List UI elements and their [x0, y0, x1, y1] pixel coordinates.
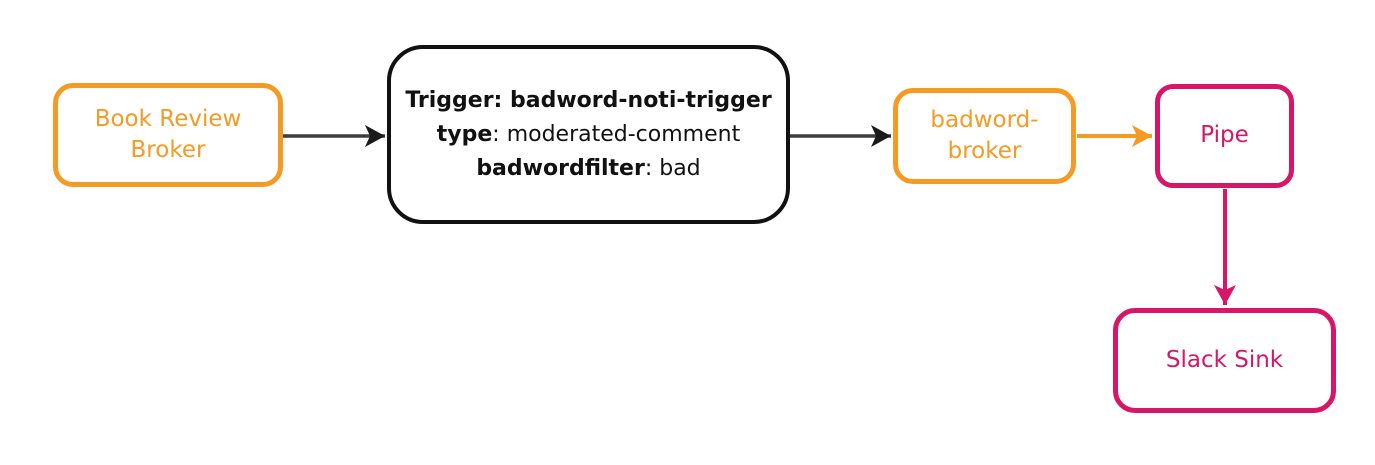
node-label: badword-broker	[930, 106, 1039, 164]
trigger-filter-key: badwordfilter	[476, 155, 645, 181]
node-label: Slack Sink	[1165, 346, 1284, 373]
node-slack-sink: Slack Sink	[1113, 308, 1336, 413]
node-trigger: Trigger: badword-noti-trigger type: mode…	[387, 45, 790, 224]
node-book-review-broker: Book Review Broker	[53, 83, 283, 187]
trigger-filter-line: badwordfilter: bad	[405, 152, 771, 186]
trigger-filter-value: : bad	[644, 155, 701, 181]
node-badword-broker: badword-broker	[893, 88, 1076, 184]
trigger-type-line: type: moderated-comment	[405, 118, 771, 152]
trigger-details: Trigger: badword-noti-trigger type: mode…	[405, 84, 771, 186]
trigger-name: Trigger: badword-noti-trigger	[405, 87, 772, 113]
node-label: Book Review Broker	[94, 105, 242, 163]
trigger-name-line: Trigger: badword-noti-trigger	[405, 84, 771, 118]
node-pipe: Pipe	[1155, 84, 1294, 188]
trigger-type-key: type	[436, 121, 493, 147]
node-label: Pipe	[1200, 122, 1249, 149]
trigger-type-value: : moderated-comment	[492, 121, 741, 147]
